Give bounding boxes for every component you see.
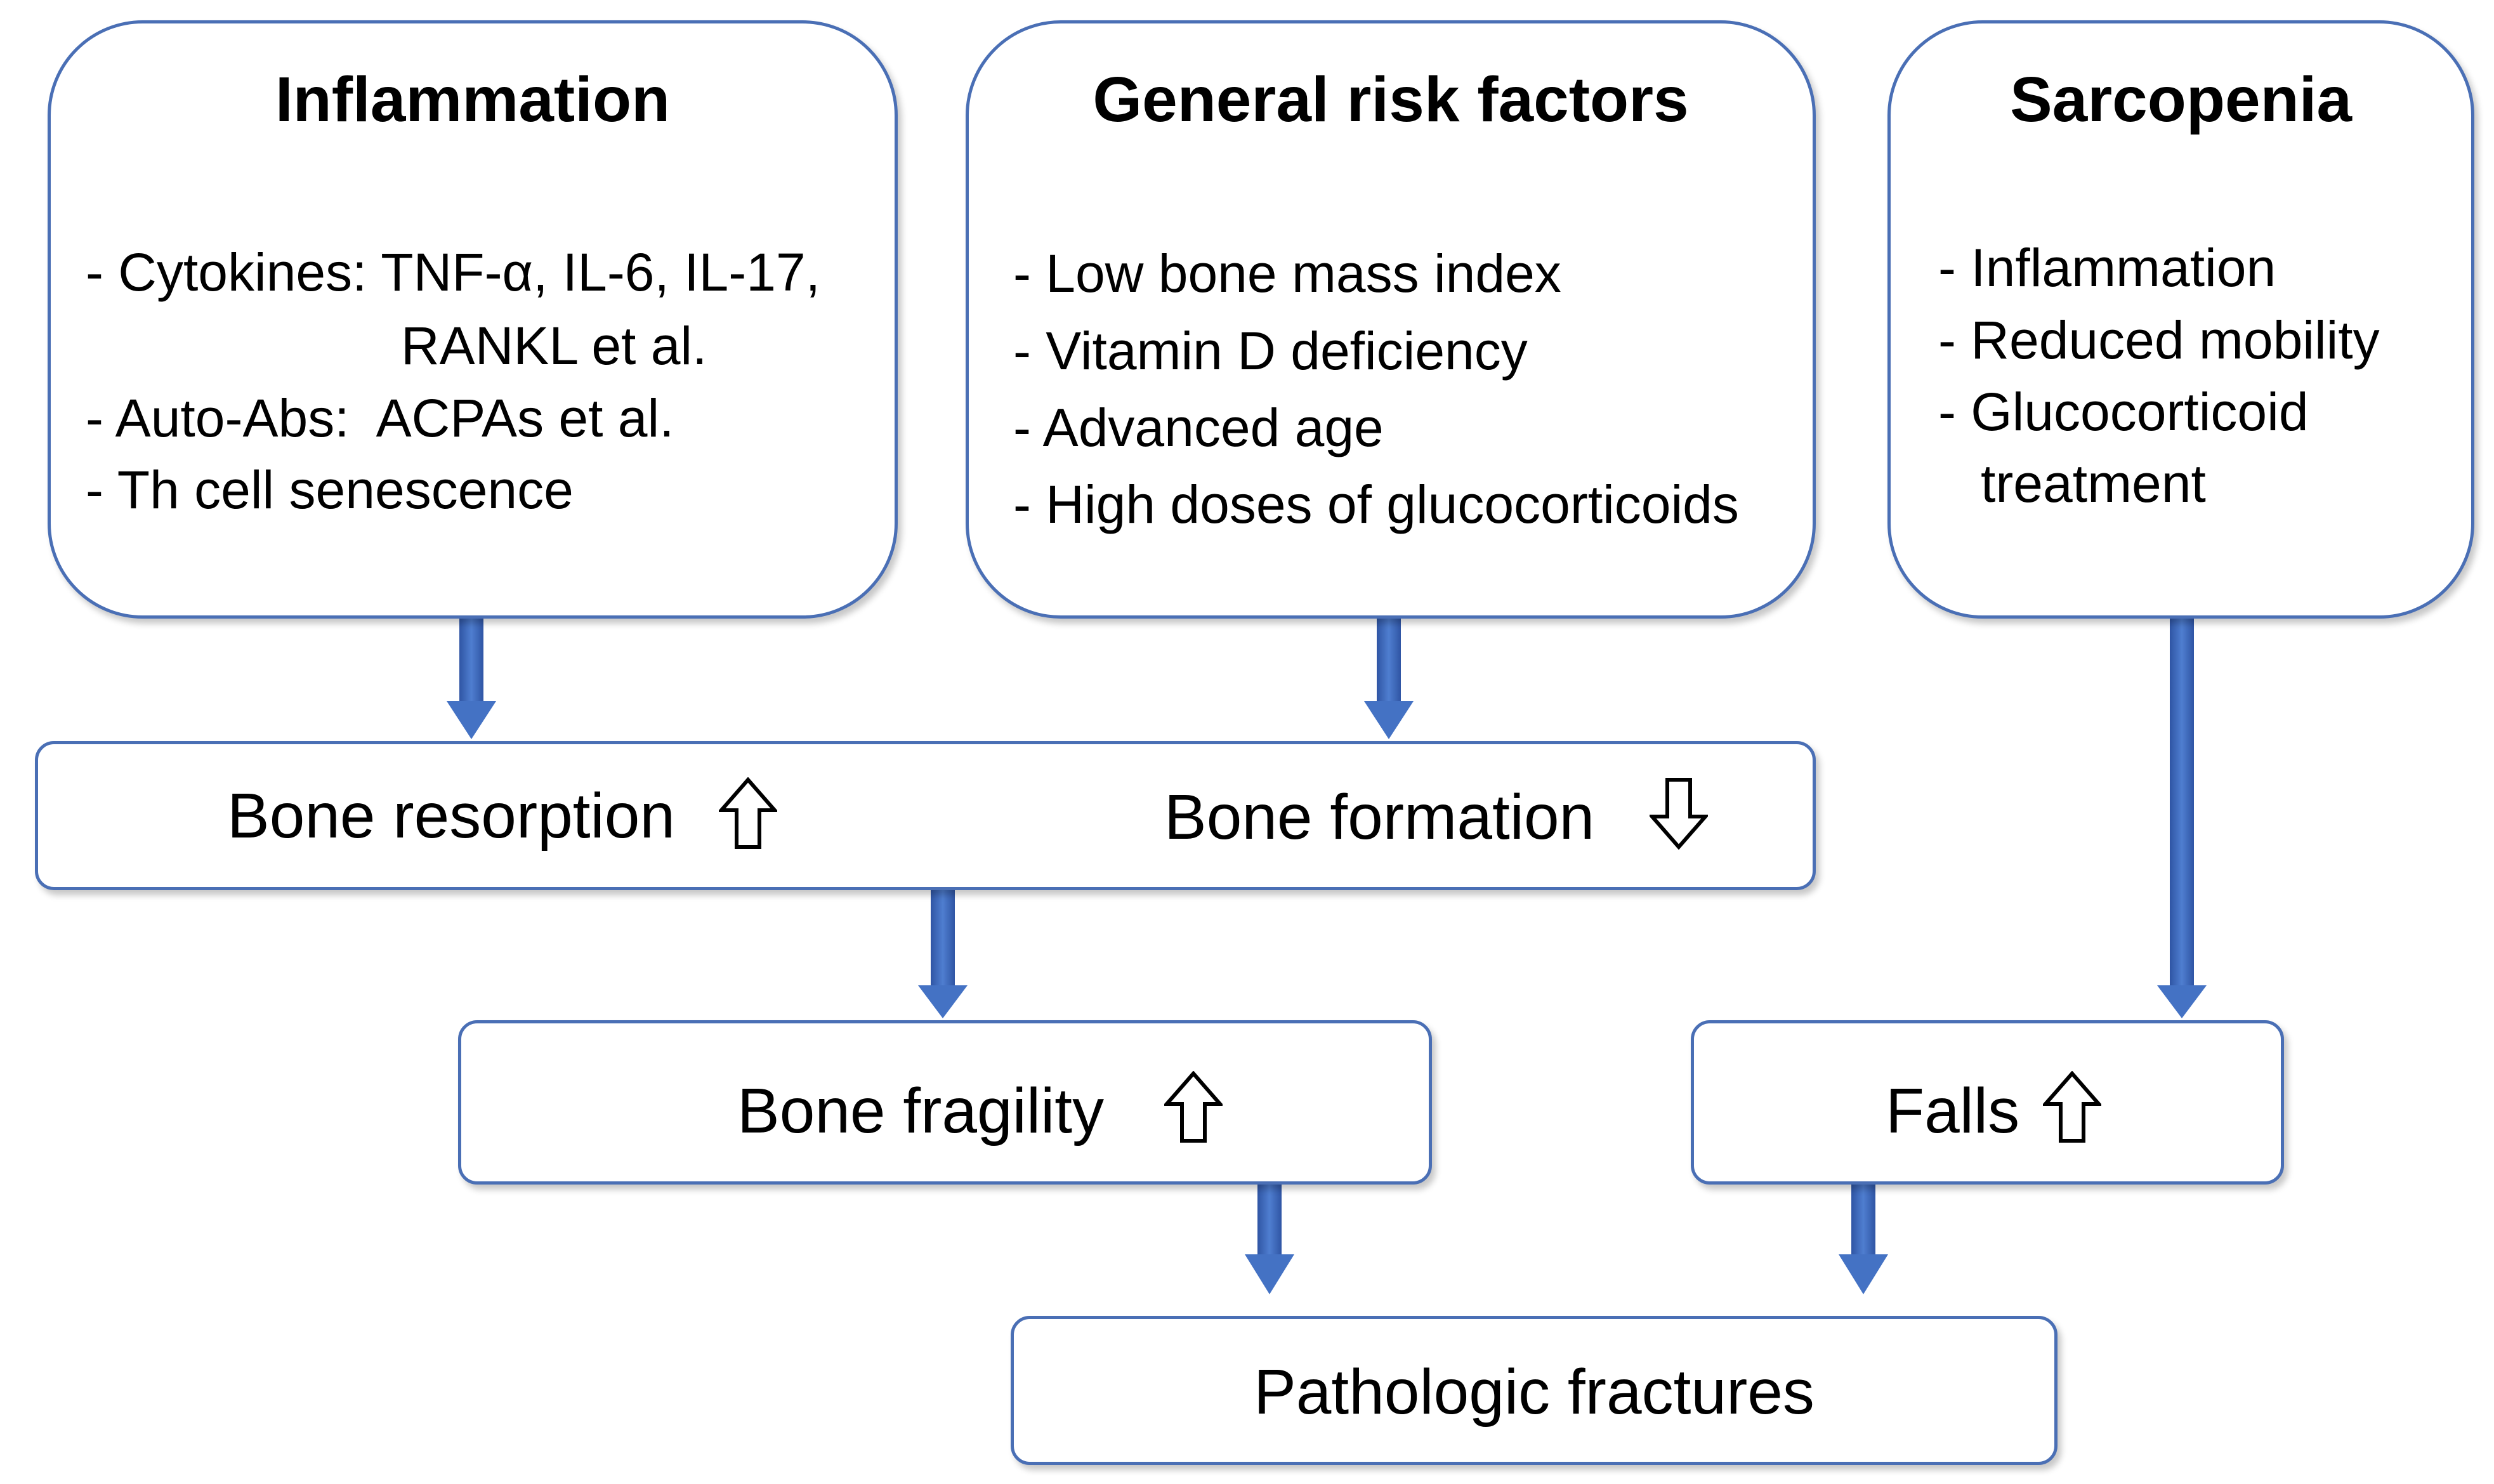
arrow-fragility-to-fractures bbox=[1245, 1185, 1294, 1294]
general-risk-item-age: - Advanced age bbox=[1013, 398, 1384, 457]
inflammation-item-cytokines: - Cytokines: TNF-α, IL-6, IL-17, bbox=[86, 242, 820, 302]
bone-fragility-label: Bone fragility bbox=[737, 1075, 1105, 1146]
arrow-inflammation-to-bone-remodeling bbox=[447, 619, 496, 739]
inflammation-item-rankl: RANKL et al. bbox=[401, 316, 707, 376]
sarcopenia-item-mobility: - Reduced mobility bbox=[1938, 310, 2380, 370]
general-risk-title: General risk factors bbox=[1093, 64, 1689, 135]
falls-box: Falls bbox=[1691, 1020, 2284, 1185]
inflammation-title: Inflammation bbox=[275, 64, 671, 135]
up-arrow-icon bbox=[719, 777, 777, 849]
general-risk-box: General risk factors - Low bone mass ind… bbox=[966, 20, 1816, 619]
bone-formation-label: Bone formation bbox=[1164, 782, 1595, 853]
up-arrow-icon bbox=[1164, 1071, 1223, 1143]
arrow-sarcopenia-to-falls bbox=[2157, 619, 2207, 1018]
arrow-falls-to-fractures bbox=[1839, 1185, 1888, 1294]
general-risk-item-glucocorticoids: - High doses of glucocorticoids bbox=[1013, 475, 1739, 534]
sarcopenia-item-treatment: treatment bbox=[1981, 454, 2206, 513]
inflammation-item-th-cell: - Th cell senescence bbox=[86, 460, 574, 520]
up-arrow-icon bbox=[2043, 1071, 2101, 1143]
sarcopenia-item-inflammation: - Inflammation bbox=[1938, 238, 2276, 298]
inflammation-item-auto-abs: - Auto-Abs: ACPAs et al. bbox=[86, 388, 674, 448]
pathologic-fractures-label: Pathologic fractures bbox=[1254, 1356, 1815, 1428]
arrow-bone-remodeling-to-fragility bbox=[918, 890, 968, 1018]
bone-resorption-label: Bone resorption bbox=[227, 780, 676, 851]
general-risk-item-bone-mass: - Low bone mass index bbox=[1013, 244, 1561, 303]
sarcopenia-box: Sarcopenia - Inflammation - Reduced mobi… bbox=[1887, 20, 2474, 619]
bone-remodeling-box: Bone resorption Bone formation bbox=[35, 741, 1816, 890]
arrow-general-risk-to-bone-remodeling bbox=[1364, 619, 1414, 739]
pathologic-fractures-box: Pathologic fractures bbox=[1011, 1316, 2058, 1465]
sarcopenia-title: Sarcopenia bbox=[2009, 64, 2353, 135]
bone-fragility-box: Bone fragility bbox=[458, 1020, 1432, 1185]
sarcopenia-item-glucocorticoid: - Glucocorticoid bbox=[1938, 382, 2309, 442]
general-risk-item-vitamin-d: - Vitamin D deficiency bbox=[1013, 321, 1528, 381]
inflammation-box: Inflammation - Cytokines: TNF-α, IL-6, I… bbox=[48, 20, 898, 619]
falls-label: Falls bbox=[1886, 1075, 2020, 1146]
down-arrow-icon bbox=[1650, 778, 1708, 850]
